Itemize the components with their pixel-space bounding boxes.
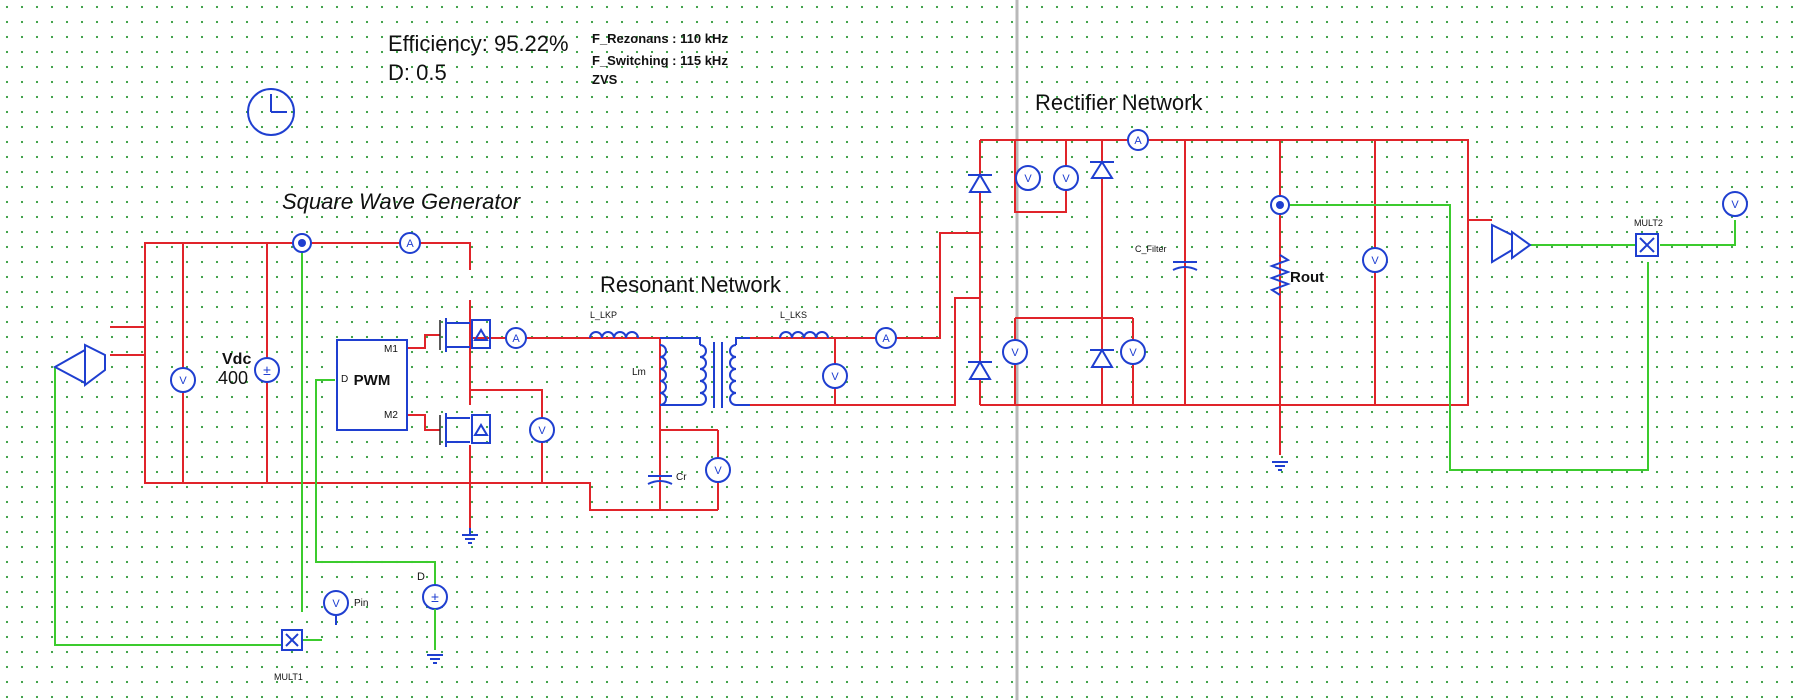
ammeter-input[interactable]: A bbox=[399, 232, 421, 254]
capacitor-cr[interactable] bbox=[647, 475, 673, 485]
duty-source[interactable]: ± bbox=[422, 584, 448, 650]
ammeter-bridge[interactable]: A bbox=[505, 327, 527, 349]
ammeter-label: A bbox=[512, 333, 520, 345]
mult1-label: MULT1 bbox=[274, 672, 303, 682]
f-switching-label: F_Switching : 115 kHz bbox=[592, 53, 728, 68]
voltmeter-pin[interactable]: V bbox=[323, 590, 349, 625]
svg-text:±: ± bbox=[431, 589, 439, 605]
voltmeter-diode-d2[interactable]: V bbox=[1053, 165, 1079, 191]
clock-icon[interactable] bbox=[247, 88, 295, 136]
duty-label: D: 0.5 bbox=[388, 60, 447, 85]
pwm-d-label: D bbox=[341, 374, 348, 385]
vdc-source[interactable]: ± bbox=[254, 357, 280, 383]
section-rectifier-network: Rectifier Network bbox=[1035, 90, 1203, 115]
voltmeter-diode-d3[interactable]: V bbox=[1002, 339, 1028, 365]
l-lkp-label: L_LKP bbox=[590, 310, 617, 320]
voltmeter-label: V bbox=[1371, 255, 1379, 267]
ammeter-label: A bbox=[406, 238, 414, 250]
pwm-label: PWM bbox=[354, 372, 391, 389]
voltmeter-label: V bbox=[831, 371, 839, 383]
transformer[interactable] bbox=[660, 337, 750, 408]
ground-bridge bbox=[462, 528, 478, 544]
voltmeter-label: V bbox=[179, 375, 187, 387]
mult2-block[interactable] bbox=[1635, 233, 1659, 257]
capacitor-c-filter[interactable] bbox=[1172, 261, 1198, 271]
inductor-l-lkp[interactable] bbox=[589, 331, 639, 339]
c-filter-label: C_Filter bbox=[1135, 244, 1167, 254]
voltmeter-label: V bbox=[714, 465, 722, 477]
voltmeter-bridge[interactable]: V bbox=[529, 417, 555, 443]
voltmeter-label: V bbox=[1062, 173, 1070, 185]
voltmeter-label: V bbox=[1129, 347, 1137, 359]
diode-d3[interactable] bbox=[968, 360, 992, 380]
ammeter-label: A bbox=[882, 333, 890, 345]
current-probe-input[interactable] bbox=[292, 233, 312, 253]
amplifier-output[interactable] bbox=[1491, 223, 1532, 264]
lm-label: Lm bbox=[632, 367, 646, 378]
section-resonant-network: Resonant Network bbox=[600, 272, 782, 297]
voltmeter-secondary[interactable]: V bbox=[822, 363, 848, 389]
voltmeter-pout[interactable]: V bbox=[1722, 191, 1748, 217]
l-lks-label: L_LKS bbox=[780, 310, 807, 320]
voltmeter-label: V bbox=[1011, 347, 1019, 359]
cr-label: Cr bbox=[676, 472, 687, 483]
voltmeter-output[interactable]: V bbox=[1362, 247, 1388, 273]
diode-d2[interactable] bbox=[1090, 160, 1114, 179]
voltmeter-label: V bbox=[1024, 173, 1032, 185]
ground-output bbox=[1272, 461, 1288, 471]
mosfet-high-side[interactable] bbox=[439, 318, 491, 352]
ground-duty bbox=[427, 654, 443, 664]
ammeter-output[interactable]: A bbox=[1127, 129, 1149, 151]
ammeter-secondary[interactable]: A bbox=[875, 327, 897, 349]
mult2-label: MULT2 bbox=[1634, 218, 1663, 228]
inductor-lm[interactable] bbox=[659, 344, 667, 406]
voltmeter-input[interactable]: V bbox=[170, 367, 196, 393]
svg-text:±: ± bbox=[263, 362, 271, 378]
vdc-name: Vdc bbox=[222, 351, 251, 368]
mult1-block[interactable] bbox=[281, 629, 303, 651]
zvs-label: ZVS bbox=[592, 72, 618, 87]
ammeter-label: A bbox=[1134, 135, 1142, 147]
voltmeter-label: V bbox=[538, 425, 546, 437]
efficiency-label: Efficiency: 95.22% bbox=[388, 31, 569, 56]
diode-d1[interactable] bbox=[968, 173, 992, 193]
amplifier-input[interactable] bbox=[52, 343, 106, 387]
voltmeter-diode-d4[interactable]: V bbox=[1120, 339, 1146, 365]
vdc-value: 400 bbox=[218, 368, 248, 388]
signal-wiring bbox=[54, 204, 1736, 646]
current-probe-output[interactable] bbox=[1270, 195, 1290, 215]
mosfet-low-side[interactable] bbox=[439, 413, 491, 447]
voltmeter-cr[interactable]: V bbox=[705, 457, 731, 483]
pwm-m2-label: M2 bbox=[384, 410, 398, 421]
voltmeter-diode-d1[interactable]: V bbox=[1015, 165, 1041, 191]
voltmeter-label: V bbox=[332, 598, 340, 610]
resistor-rout[interactable] bbox=[1269, 254, 1291, 296]
header: Efficiency: 95.22% D: 0.5 F_Rezonans : 1… bbox=[388, 31, 728, 87]
pwm-m1-label: M1 bbox=[384, 344, 398, 355]
diode-d4[interactable] bbox=[1090, 348, 1114, 368]
pwm-block[interactable]: PWM M1 M2 D bbox=[336, 339, 408, 431]
voltmeter-label: V bbox=[1731, 199, 1739, 211]
duty-source-label: D bbox=[417, 571, 425, 583]
rout-label: Rout bbox=[1290, 269, 1324, 286]
inductor-l-lks[interactable] bbox=[779, 331, 829, 339]
f-rezonans-label: F_Rezonans : 110 kHz bbox=[592, 31, 728, 46]
pin-label: Pin bbox=[354, 598, 368, 609]
section-square-wave-generator: Square Wave Generator bbox=[282, 189, 522, 214]
